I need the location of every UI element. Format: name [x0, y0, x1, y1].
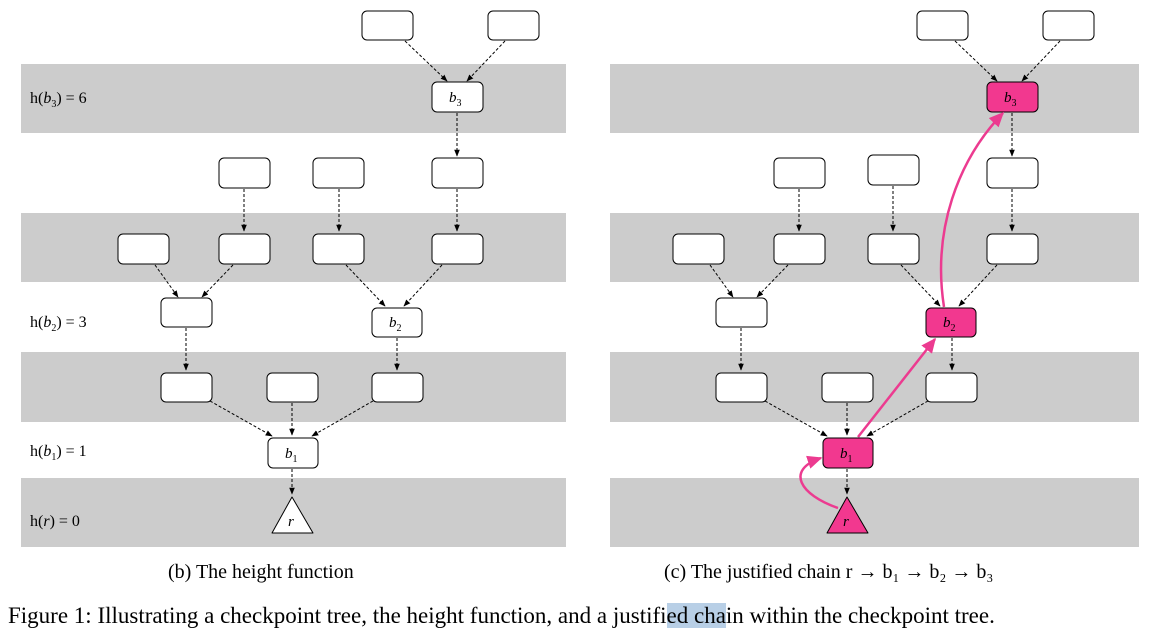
- node-labels: b3 b2 b1 r: [285, 90, 462, 530]
- edge: [1021, 40, 1061, 82]
- checkpoint-node: [371, 372, 424, 403]
- checkpoint-node: [160, 372, 213, 403]
- checkpoint-node: [487, 10, 540, 41]
- edge: [764, 400, 828, 437]
- node-label-r: r: [288, 514, 294, 530]
- node-label-b1: b1: [285, 446, 298, 465]
- justified-chain-arrows: [799, 111, 1005, 510]
- edge: [311, 400, 374, 437]
- edge: [756, 264, 789, 298]
- checkpoint-node: [312, 157, 365, 189]
- height-labels: h(b3) = 6 h(b2) = 3 h(b1) = 1 h(r) = 0: [30, 90, 87, 530]
- edge: [958, 264, 998, 307]
- checkpoint-node: [916, 10, 969, 41]
- checkpoint-node: [672, 233, 725, 265]
- figure-caption-text: Figure 1: Illustrating a checkpoint tree…: [8, 603, 667, 628]
- edge: [403, 264, 443, 307]
- checkpoint-node: [1042, 10, 1095, 41]
- edge: [201, 264, 234, 298]
- edge: [466, 40, 506, 82]
- chain-arrow-r-to-b1: [799, 455, 839, 510]
- band: [610, 352, 1139, 422]
- height-label-r: h(r) = 0: [30, 513, 80, 530]
- checkpoint-node: [867, 233, 920, 265]
- tree-nodes: [672, 10, 1095, 534]
- chain-arrow-b2-to-b3: [939, 111, 1005, 308]
- text-selection-highlight: ed cha: [666, 603, 726, 628]
- panel-c: b3 b2 b1 r: [610, 10, 1139, 547]
- checkpoint-node: [218, 233, 271, 265]
- checkpoint-node: [431, 233, 484, 265]
- node-label-b3: b3: [1004, 90, 1017, 109]
- checkpoint-node: [218, 157, 271, 189]
- node-label-b2: b2: [943, 315, 956, 334]
- checkpoint-node: [821, 372, 874, 403]
- checkpoint-node: [160, 297, 213, 328]
- justified-node-b3: [986, 81, 1039, 113]
- node-label-b1: b1: [840, 446, 853, 465]
- checkpoint-node: [312, 233, 365, 265]
- checkpoint-node: [925, 372, 978, 403]
- edge: [209, 400, 273, 437]
- checkpoint-node: [986, 157, 1039, 189]
- checkpoint-node: [715, 372, 768, 403]
- panel-b: h(b3) = 6 h(b2) = 3 h(b1) = 1 h(r) = 0: [21, 10, 566, 547]
- chain-arrow-b1-to-b2: [857, 337, 936, 438]
- checkpoint-node-b2: [371, 307, 423, 338]
- justified-node-b2: [925, 307, 977, 338]
- height-bands: [21, 64, 566, 547]
- checkpoint-node: [773, 157, 826, 189]
- height-label-b3: h(b3) = 6: [30, 90, 87, 110]
- node-label-b3: b3: [449, 90, 462, 109]
- tree-nodes: [117, 10, 540, 534]
- edge: [709, 264, 734, 298]
- checkpoint-node: [715, 297, 768, 328]
- justified-root-node-r: [826, 496, 869, 534]
- checkpoint-node: [986, 233, 1039, 265]
- band: [610, 478, 1139, 547]
- band: [610, 64, 1139, 133]
- edge: [345, 264, 386, 307]
- band: [21, 64, 566, 133]
- figure-caption-text-end: in within the checkpoint tree.: [725, 603, 995, 628]
- node-label-r: r: [843, 514, 849, 530]
- node-label-b2: b2: [389, 315, 402, 334]
- checkpoint-node: [266, 372, 319, 403]
- height-label-b2: h(b2) = 3: [30, 314, 87, 334]
- checkpoint-node: [773, 233, 826, 265]
- checkpoint-node: [867, 154, 920, 186]
- edge: [154, 264, 179, 298]
- figure-caption: Figure 1: Illustrating a checkpoint tree…: [8, 603, 995, 629]
- band: [21, 213, 566, 282]
- tree-edges: [154, 40, 506, 495]
- node-labels: b3 b2 b1 r: [840, 90, 1017, 530]
- checkpoint-node: [431, 157, 484, 189]
- edge: [866, 400, 929, 437]
- height-bands: [610, 64, 1139, 547]
- checkpoint-node: [117, 233, 170, 265]
- checkpoint-node: [361, 10, 414, 41]
- root-node-r: [271, 496, 314, 534]
- height-label-b1: h(b1) = 1: [30, 443, 87, 463]
- checkpoint-node-b1: [267, 437, 319, 469]
- subfigure-caption-c: (c) The justified chain r → b₁ → b₂ → b₃: [664, 561, 994, 583]
- justified-node-b1: [822, 437, 874, 469]
- edge: [900, 264, 941, 307]
- tree-edges: [709, 40, 1061, 495]
- checkpoint-node-b3: [431, 81, 484, 113]
- subfigure-caption-b: (b) The height function: [168, 561, 354, 583]
